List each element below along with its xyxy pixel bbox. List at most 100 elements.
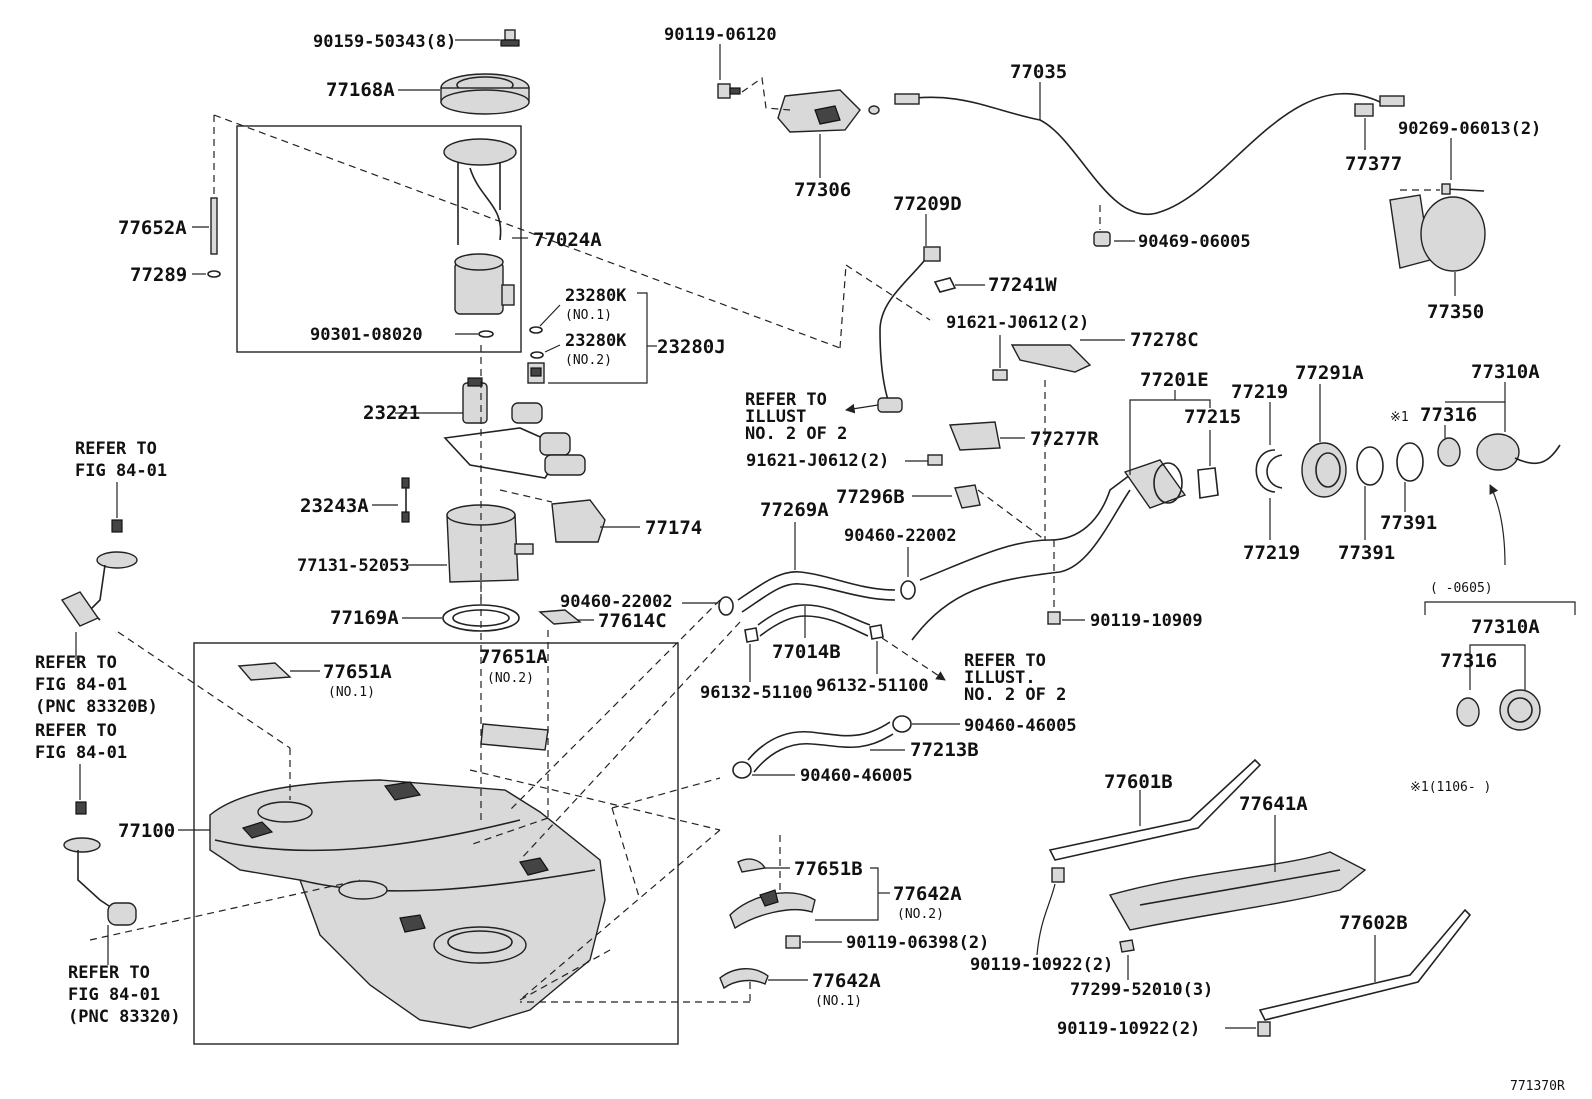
refer-3-line1: REFER TO xyxy=(35,721,117,741)
label-23280K-no2: 23280K xyxy=(565,331,627,351)
refer-illust1-line3: NO. 2 OF 2 xyxy=(745,424,847,444)
part-77641A-cover[interactable] xyxy=(1108,815,1367,931)
part-77299-clip[interactable] xyxy=(1119,939,1135,980)
part-77168A-retainer[interactable] xyxy=(398,73,530,115)
part-90119-10909-bolt[interactable] xyxy=(1047,540,1085,625)
label-77642A-no1-note: (NO.1) xyxy=(815,994,862,1009)
label-77651A-no2: 77651A xyxy=(479,646,548,668)
label-90119-10909: 90119-10909 xyxy=(1090,611,1203,631)
part-77035-cable[interactable] xyxy=(868,82,1405,216)
part-77316-ring-a[interactable] xyxy=(1437,425,1461,467)
part-90460-46005-clamp-b[interactable] xyxy=(732,761,795,779)
part-77213B-hose[interactable] xyxy=(747,721,905,773)
part-23221-fuel-pump[interactable] xyxy=(395,377,586,479)
part-77350-fuel-lid[interactable] xyxy=(1389,189,1486,296)
part-sender-upper[interactable] xyxy=(60,519,138,627)
label-90460-46005-b: 90460-46005 xyxy=(800,766,913,786)
part-77219-ring[interactable] xyxy=(1255,402,1283,540)
part-77642A-no1-protector[interactable] xyxy=(719,968,808,990)
part-90469-clip[interactable] xyxy=(1093,205,1135,247)
label-77602B: 77602B xyxy=(1339,912,1408,934)
part-77215-clip[interactable] xyxy=(1197,430,1219,499)
part-90119-06398-bolt[interactable] xyxy=(785,935,842,949)
label-23280K-no2-note: (NO.2) xyxy=(565,353,612,368)
part-96132-clip-a[interactable] xyxy=(744,627,759,682)
part-23243A-harness[interactable] xyxy=(372,477,410,523)
part-77651A-no2-pad[interactable] xyxy=(480,723,549,751)
part-77131-reservoir[interactable] xyxy=(408,504,534,583)
part-91621-bolt-a[interactable] xyxy=(992,335,1008,381)
label-91621-J0612-b: 91621-J0612(2) xyxy=(746,451,889,471)
refer-2-line1: REFER TO xyxy=(35,653,117,673)
label-90269-06013: 90269-06013(2) xyxy=(1398,119,1541,139)
tank-box xyxy=(193,642,679,1045)
part-90460-clamp-b[interactable] xyxy=(682,596,734,616)
part-90460-46005-clamp-a[interactable] xyxy=(892,715,960,733)
part-77652A-rod[interactable] xyxy=(192,197,221,278)
part-91621-bolt-b[interactable] xyxy=(905,454,943,466)
part-77174-bracket[interactable] xyxy=(551,499,640,543)
part-77024A-pump-module[interactable] xyxy=(443,138,528,315)
part-77209D-hose[interactable] xyxy=(877,214,941,413)
part-90119-10922-bolt-a[interactable] xyxy=(1036,867,1065,956)
label-77169A: 77169A xyxy=(330,607,399,629)
label-77213B: 77213B xyxy=(910,739,979,761)
part-77316-ring-b[interactable] xyxy=(1456,697,1480,727)
refer-4-line1: REFER TO xyxy=(68,963,150,983)
part-90460-clamp-a[interactable] xyxy=(900,547,916,600)
part-77296B-clip[interactable] xyxy=(912,484,981,509)
label-77035: 77035 xyxy=(1010,61,1067,83)
refer-illust1-line2: ILLUST xyxy=(745,407,806,427)
part-77310A-cap-a[interactable] xyxy=(1476,382,1561,471)
dashed-connectors-left xyxy=(89,114,931,1003)
part-90269-screw[interactable] xyxy=(1441,138,1485,195)
part-77169A-gasket[interactable] xyxy=(402,604,520,632)
part-77278C-bracket[interactable] xyxy=(1010,339,1125,373)
part-90159-bolt[interactable] xyxy=(455,29,520,47)
part-90119-10922-bolt-b[interactable] xyxy=(1225,1021,1271,1037)
part-77269A-hose[interactable] xyxy=(737,522,896,613)
label-77269A: 77269A xyxy=(760,499,829,521)
label-77241W: 77241W xyxy=(988,274,1057,296)
part-77277R-cover[interactable] xyxy=(948,421,1025,451)
part-77100-fuel-tank[interactable] xyxy=(178,779,606,1029)
label-77289: 77289 xyxy=(130,264,187,286)
label-23280K-no1-note: (NO.1) xyxy=(565,308,612,323)
part-90301-oring[interactable] xyxy=(455,330,494,338)
part-96132-clip-b[interactable] xyxy=(869,624,884,674)
label-77291A: 77291A xyxy=(1295,362,1364,384)
label-77641A: 77641A xyxy=(1239,793,1308,815)
part-77241W-clamp[interactable] xyxy=(933,277,985,293)
part-77642A-no2-protector[interactable] xyxy=(729,889,816,930)
label-90119-06398: 90119-06398(2) xyxy=(846,933,989,953)
label-23280K-no1: 23280K xyxy=(565,286,627,306)
label-77310A-a: 77310A xyxy=(1471,361,1540,383)
part-77614C-pad[interactable] xyxy=(538,609,594,625)
refer-4-line2: FIG 84-01 xyxy=(68,985,160,1005)
part-77306-lock[interactable] xyxy=(777,89,861,178)
bracket-23280J xyxy=(548,292,657,384)
label-77614C: 77614C xyxy=(598,610,667,632)
label-90159-50343: 90159-50343(8) xyxy=(313,32,456,52)
label-77306: 77306 xyxy=(794,179,851,201)
part-77201E-filler-pipe[interactable] xyxy=(911,459,1187,641)
part-77651B-pad[interactable] xyxy=(737,858,790,873)
part-77291A-seal[interactable] xyxy=(1301,384,1347,498)
part-77651A-no1-pad[interactable] xyxy=(237,662,320,681)
part-90119-06120-bolt[interactable] xyxy=(717,44,741,99)
bracket-77642A-no2 xyxy=(815,867,890,921)
part-77601B-strap[interactable] xyxy=(1048,758,1262,861)
part-23280K-no1[interactable] xyxy=(529,304,561,334)
part-23280K-no2[interactable] xyxy=(527,344,561,384)
part-77391-gasket[interactable] xyxy=(1356,442,1424,540)
label-90301-08020: 90301-08020 xyxy=(310,325,423,345)
part-77602B-strap[interactable] xyxy=(1258,908,1472,1021)
label-90460-46005-a: 90460-46005 xyxy=(964,716,1077,736)
part-77014B-hose[interactable] xyxy=(757,604,871,638)
part-77377-latch[interactable] xyxy=(1354,103,1374,150)
part-77310A-cap-b[interactable] xyxy=(1499,689,1541,731)
part-sender-lower[interactable] xyxy=(63,801,137,926)
label-77277R: 77277R xyxy=(1030,428,1099,450)
label-77601B: 77601B xyxy=(1104,771,1173,793)
